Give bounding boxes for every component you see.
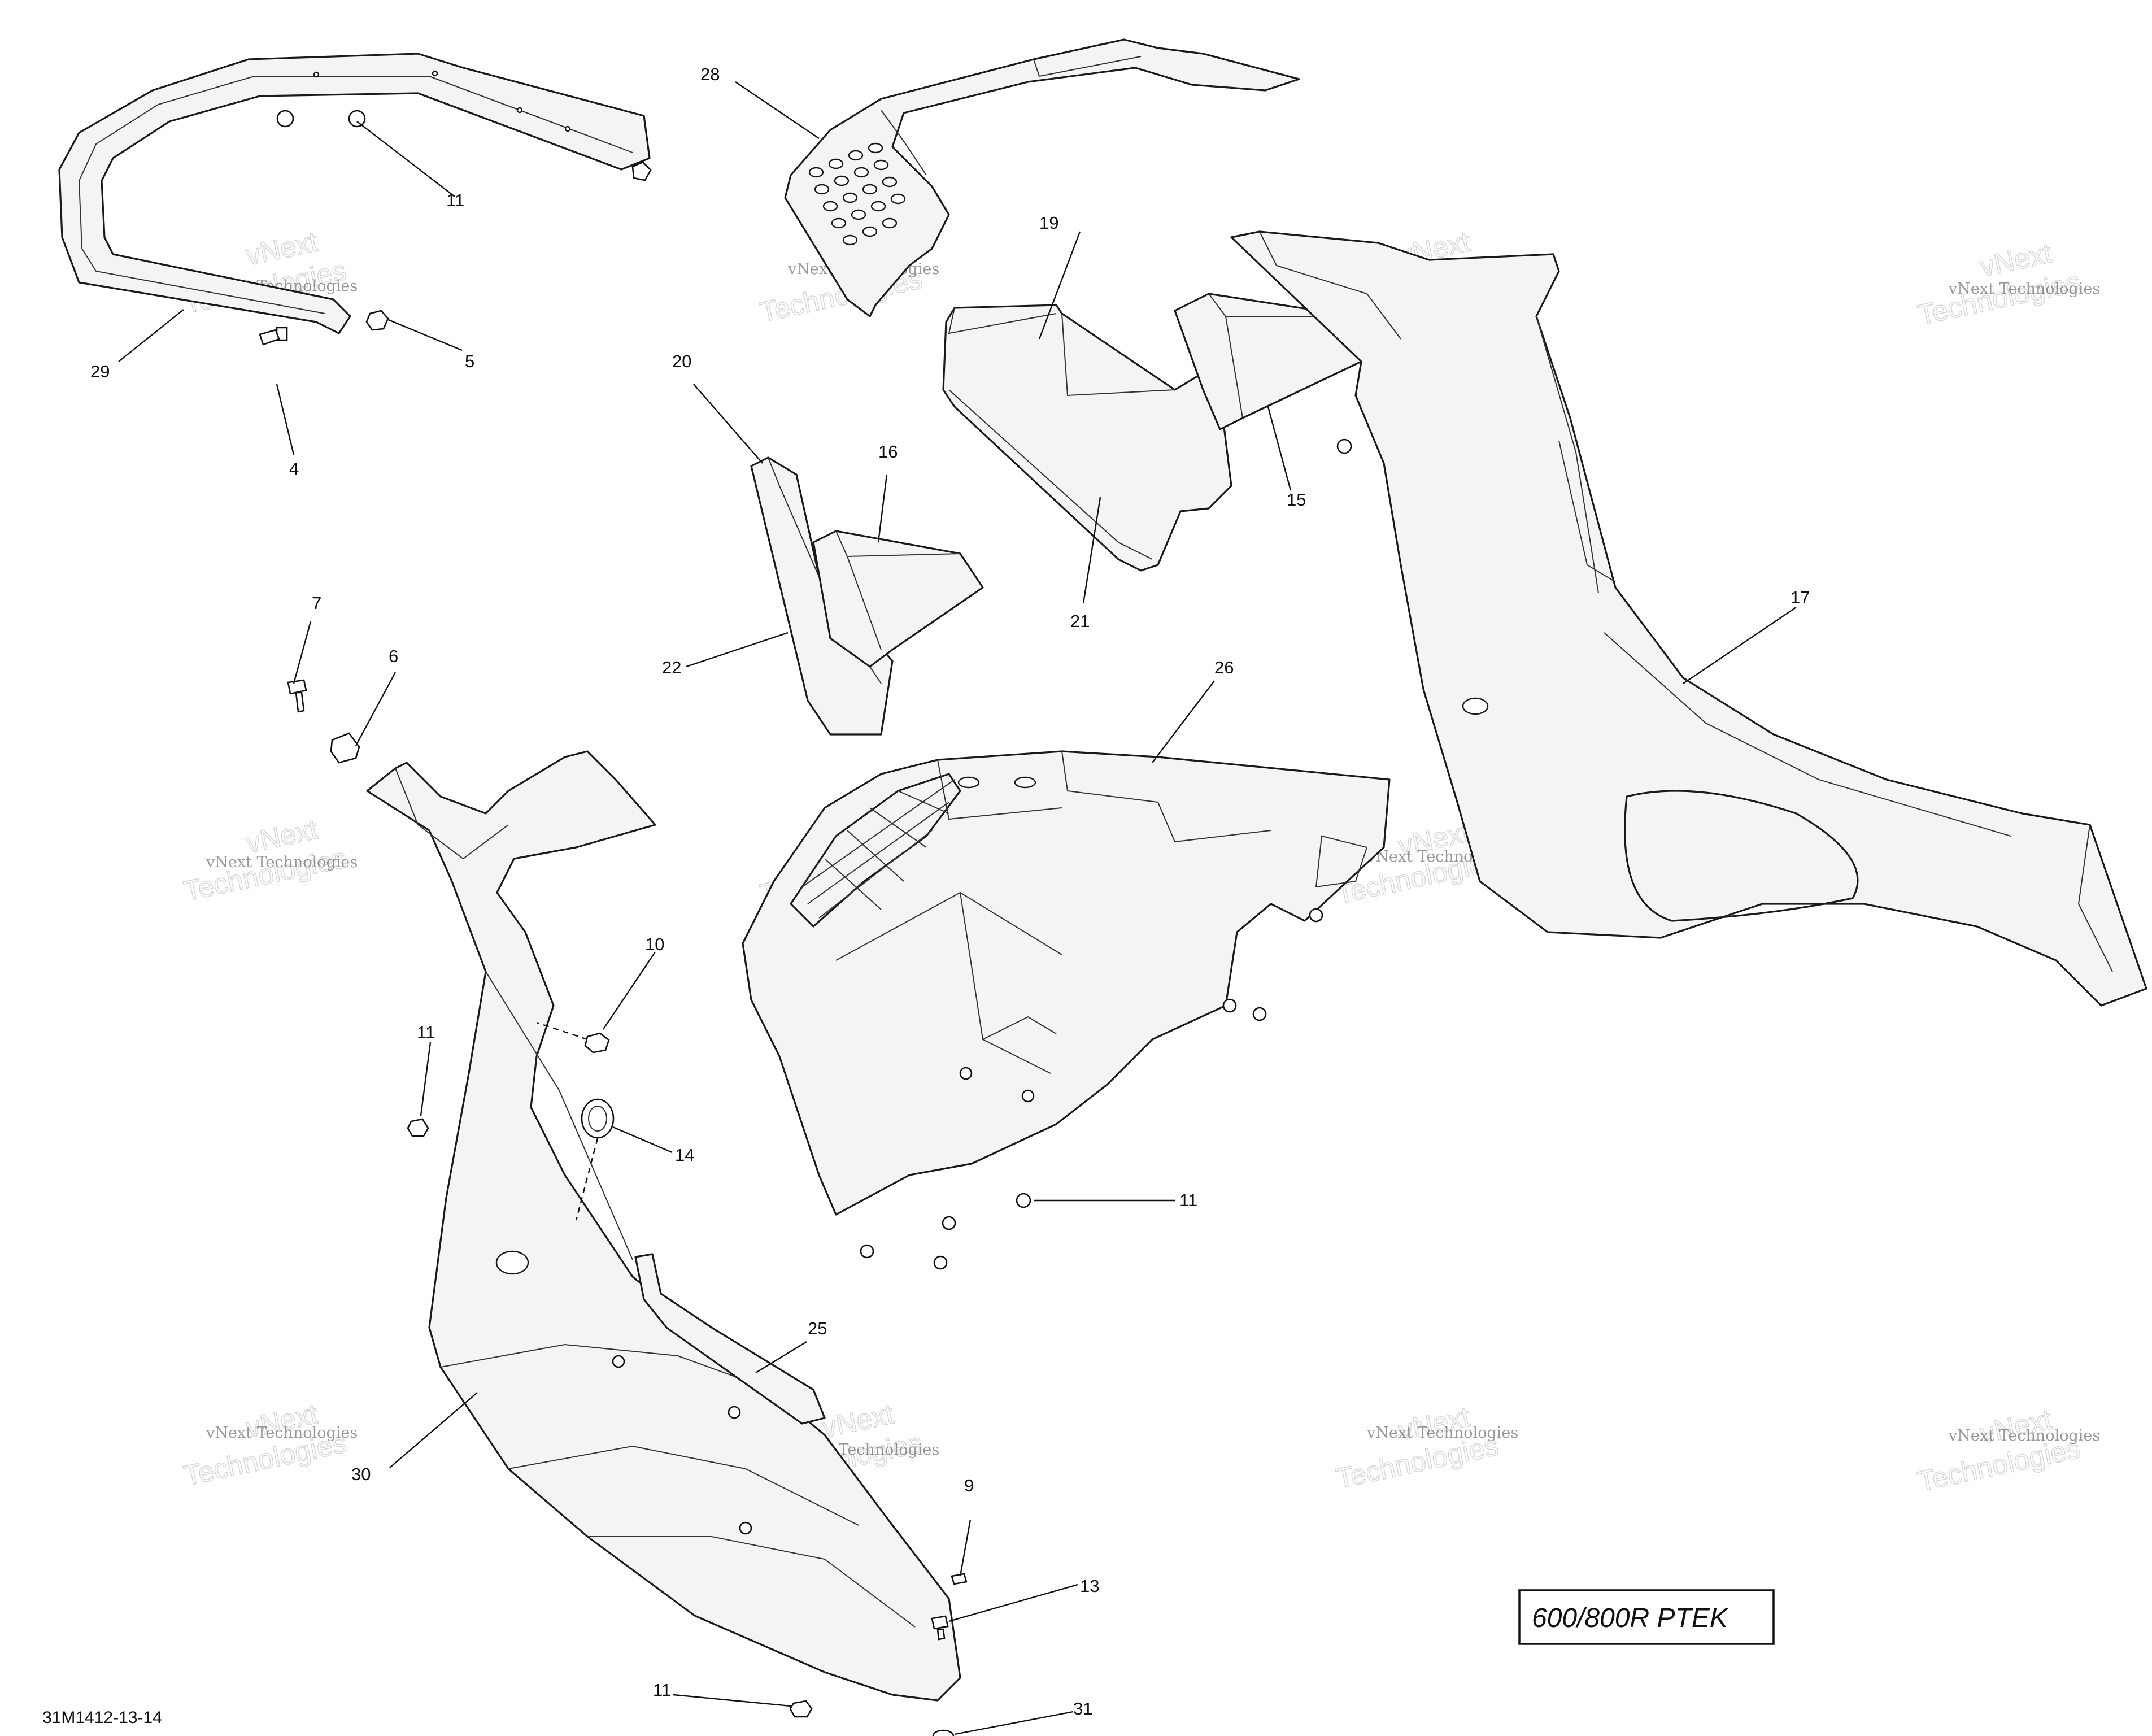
fastener-31-plug <box>932 1729 955 1736</box>
callout-9: 9 <box>964 1476 974 1495</box>
watermark: Technologies vNext vNext Technologies <box>181 813 358 908</box>
watermark-text: vNext Technologies <box>1366 1424 1518 1442</box>
callout-6: 6 <box>389 646 398 666</box>
callout-31: 31 <box>1073 1699 1092 1718</box>
callout-29: 29 <box>90 362 110 381</box>
callout-28: 28 <box>700 64 720 84</box>
callout-5: 5 <box>465 351 474 371</box>
callout-25: 25 <box>808 1319 827 1338</box>
callout-4: 4 <box>289 459 299 478</box>
fasteners-part-26 <box>860 908 1323 1270</box>
watermark-text: vNext Technologies <box>1948 280 2100 298</box>
callout-16: 16 <box>878 442 898 462</box>
watermark: Technologies vNext vNext Technologies <box>1915 237 2100 332</box>
fastener-10-push-rivet <box>584 1032 610 1054</box>
callout-labels: 28 11 29 5 4 19 20 16 15 21 22 17 7 6 26… <box>90 64 1810 1718</box>
watermark-text: vNext Technologies <box>206 1424 358 1442</box>
leader-lines <box>118 81 1797 1735</box>
vent-holes <box>808 142 906 246</box>
callout-13: 13 <box>1080 1576 1099 1596</box>
model-label-text: 600/800R PTEK <box>1532 1603 1729 1633</box>
part-14-grommet <box>581 1098 615 1139</box>
callout-30: 30 <box>351 1464 371 1484</box>
watermark: Technologies vNext vNext Technologies <box>181 1398 358 1493</box>
callout-26: 26 <box>1214 658 1234 677</box>
fastener-11-clip-left <box>407 1118 429 1137</box>
callout-20: 20 <box>672 351 691 371</box>
callout-19: 19 <box>1039 213 1058 233</box>
fastener-7-screw <box>287 679 307 713</box>
fastener-9-pin <box>951 1573 968 1585</box>
callout-15: 15 <box>1287 490 1306 510</box>
part-19-21-side-panel <box>942 304 1232 572</box>
part-28-vent-panel <box>784 38 1300 317</box>
fastener-4-bolt <box>259 327 288 346</box>
part-16-wedge-cover <box>812 530 984 668</box>
callout-17: 17 <box>1791 588 1810 607</box>
callout-11: 11 <box>446 190 464 210</box>
watermark-text: vNext Technologies <box>206 854 358 871</box>
part-17-side-panel <box>1230 230 2147 1007</box>
callout-10: 10 <box>645 934 664 954</box>
callout-7: 7 <box>312 593 321 613</box>
watermark-text: vNext Technologies <box>1948 1427 2100 1445</box>
fastener-11-clip-bottom <box>789 1700 813 1718</box>
mesh-grille <box>790 773 961 928</box>
part-29-rear-handle <box>58 53 652 334</box>
callout-11: 11 <box>653 1680 671 1700</box>
assembly-line <box>575 1138 599 1221</box>
reference-code: 31M1412-13-14 <box>42 1708 162 1727</box>
callout-11: 11 <box>417 1023 435 1042</box>
part-25-trim-strip <box>634 1253 826 1425</box>
fastener-6-clip <box>330 732 360 764</box>
watermark: Technologies vNext vNext Technologies <box>1915 1403 2100 1498</box>
fastener-5-nut <box>365 310 389 331</box>
callout-22: 22 <box>662 658 681 677</box>
model-label: 600/800R PTEK <box>1518 1589 1775 1645</box>
callout-11: 11 <box>1179 1190 1197 1210</box>
assembly-line <box>536 1021 588 1041</box>
watermark: Technologies vNext vNext Technologies <box>1333 1400 1518 1495</box>
callout-21: 21 <box>1070 611 1090 631</box>
part-26-front-fairing <box>742 750 1391 1216</box>
callout-14: 14 <box>675 1145 694 1165</box>
fastener-13-screw <box>931 1615 949 1641</box>
